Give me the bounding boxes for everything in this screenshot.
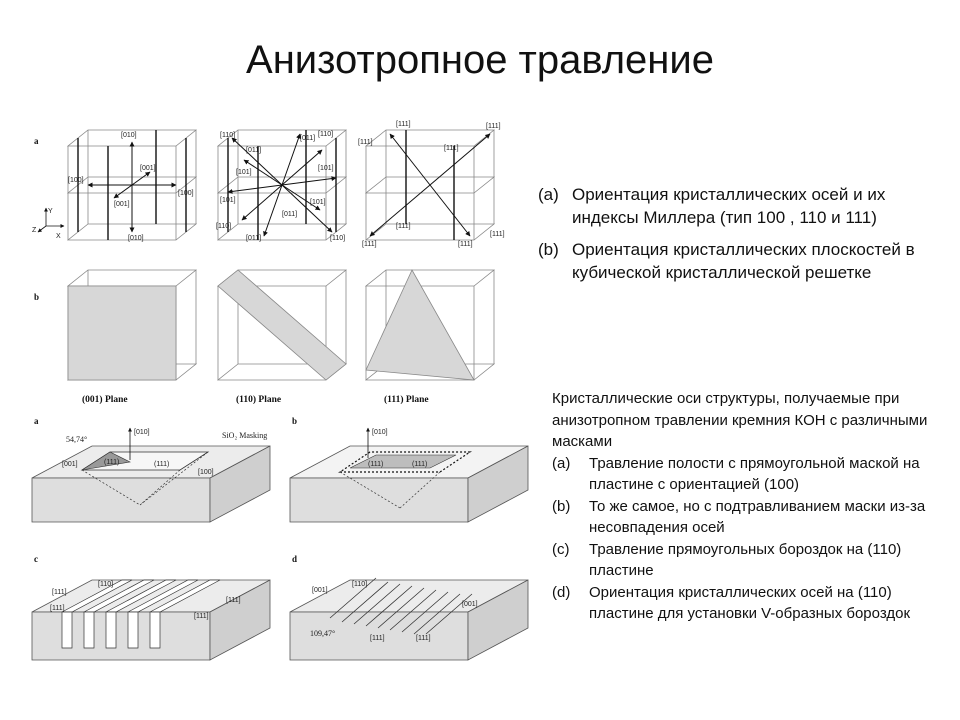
axis-label: [111]	[486, 123, 501, 130]
item-marker: (c)	[552, 540, 570, 558]
z-axis-label: Z	[32, 227, 37, 234]
axis-label: [111]	[362, 241, 377, 248]
angle-label: 54,74°	[66, 435, 87, 444]
desc-item-b: (b) Ориентация кристаллических плоскосте…	[538, 239, 938, 284]
plane-label: (111)	[104, 459, 119, 466]
panel-letter: c	[34, 554, 38, 564]
etch-panel-c: c [110] [111] [111] [111] [111]	[31, 554, 271, 661]
plane-label: [111]	[194, 613, 209, 620]
axis-label: [110]	[352, 581, 367, 588]
plane-label: [111]	[370, 635, 385, 642]
item-text: Ориентация кристаллических плоскостей в …	[572, 240, 915, 282]
item-text: Ориентация кристаллических осей на (110)…	[589, 583, 911, 623]
axis-label: [100]	[178, 190, 194, 197]
axis-label: [111]	[396, 223, 411, 230]
axis-label: [110]	[216, 223, 231, 230]
etch-item-b: (b) То же самое, но с подтравливанием ма…	[552, 496, 952, 539]
axis-label: [101]	[318, 165, 334, 172]
axis-label: [011]	[246, 235, 261, 242]
plane-110-cube: (110) Plane	[216, 269, 348, 405]
axis-label: [001]	[462, 601, 478, 608]
axis-label: [001]	[312, 587, 328, 594]
mask-label: SiO₂ Masking	[222, 431, 267, 440]
axis-label: [111]	[490, 231, 505, 238]
plane-caption: (001) Plane	[82, 394, 128, 405]
etch-item-a: (a) Травление полости с прямоугольной ма…	[552, 453, 952, 496]
cube-100-axes: [010] [100] [001] [100] [001] [010]	[66, 129, 198, 242]
row-a-letter: a	[34, 136, 39, 146]
plane-label: (111)	[412, 461, 427, 468]
axis-label: [100]	[198, 469, 214, 476]
axis-label: [111]	[444, 145, 459, 152]
item-marker: (a)	[538, 185, 559, 204]
plane-label: [111]	[226, 597, 241, 604]
plane-label: (111)	[154, 461, 169, 468]
axis-label: [011]	[246, 147, 261, 154]
panel-letter: d	[292, 554, 297, 564]
etch-item-c: (c) Травление прямоугольных бороздок на …	[552, 539, 952, 582]
axis-label: [111]	[458, 241, 473, 248]
item-text: Травление полости с прямоугольной маской…	[589, 454, 920, 494]
axis-label: [001]	[114, 201, 130, 208]
axis-label: [111]	[396, 121, 411, 128]
x-axis-label: X	[56, 233, 61, 240]
plane-label: (111)	[368, 461, 383, 468]
y-axis-label: Y	[48, 208, 53, 215]
axis-label: [101]	[236, 169, 252, 176]
plane-caption: (110) Plane	[236, 394, 281, 405]
etch-panel-d: d [110] [001] 109,47° [111] [111] [001]	[289, 554, 529, 661]
plane-111-cube: (111) Plane	[364, 269, 496, 405]
plane-label: [111]	[52, 589, 67, 596]
item-marker: (a)	[552, 454, 571, 472]
plane-label: [111]	[416, 635, 431, 642]
panel-letter: a	[34, 416, 39, 426]
orientation-description: (a) Ориентация кристаллических осей и их…	[538, 184, 938, 294]
angle-label: 109,47°	[310, 629, 335, 638]
item-text: Ориентация кристаллических осей и их инд…	[572, 185, 886, 227]
plane-001-cube: (001) Plane	[66, 269, 198, 405]
slide-title: Анизотропное травление	[246, 38, 714, 82]
axis-label: [010]	[121, 132, 137, 139]
axis-label: [111]	[358, 139, 373, 146]
axis-label: [010]	[134, 429, 150, 436]
axis-label: [110]	[98, 581, 113, 588]
row-b-letter: b	[34, 292, 39, 302]
etching-description: Кристаллические оси структуры, получаемы…	[552, 388, 952, 625]
axis-label: [101]	[310, 199, 326, 206]
cube-110-axes: [110] [011] [011] [101] [101] [101] [011…	[216, 129, 348, 242]
axis-label: [010]	[372, 429, 388, 436]
axis-label: [010]	[128, 235, 144, 242]
axis-label: [110]	[330, 235, 345, 242]
axis-label: [110]	[318, 131, 333, 138]
panel-letter: b	[292, 416, 297, 426]
axis-label: [100]	[68, 177, 84, 184]
desc-item-a: (a) Ориентация кристаллических осей и их…	[538, 184, 938, 229]
etch-panel-b: b [010] (111) (111)	[289, 416, 529, 523]
item-text: То же самое, но с подтравливанием маски …	[589, 497, 926, 537]
item-marker: (b)	[538, 240, 559, 259]
cube-111-axes: [111] [111] [111] [111] [111] [111] [111…	[358, 121, 505, 248]
coordinate-axes: Y Z X	[32, 207, 65, 240]
axis-label: [011]	[282, 211, 297, 218]
axis-label: [101]	[220, 197, 236, 204]
etch-item-d: (d) Ориентация кристаллических осей на (…	[552, 582, 952, 625]
plane-caption: (111) Plane	[384, 394, 429, 405]
plane-label: [111]	[50, 605, 65, 612]
item-text: Травление прямоугольных бороздок на (110…	[589, 540, 902, 580]
etching-intro: Кристаллические оси структуры, получаемы…	[552, 390, 928, 450]
item-marker: (b)	[552, 497, 571, 515]
axis-label: [001]	[140, 165, 156, 172]
axis-label: [001]	[62, 461, 78, 468]
etch-panel-a: a [010] 54,74° SiO₂ Masking [001] (111) …	[31, 416, 271, 523]
item-marker: (d)	[552, 583, 571, 601]
axis-label: [011]	[300, 135, 315, 142]
axis-label: [110]	[220, 132, 235, 139]
